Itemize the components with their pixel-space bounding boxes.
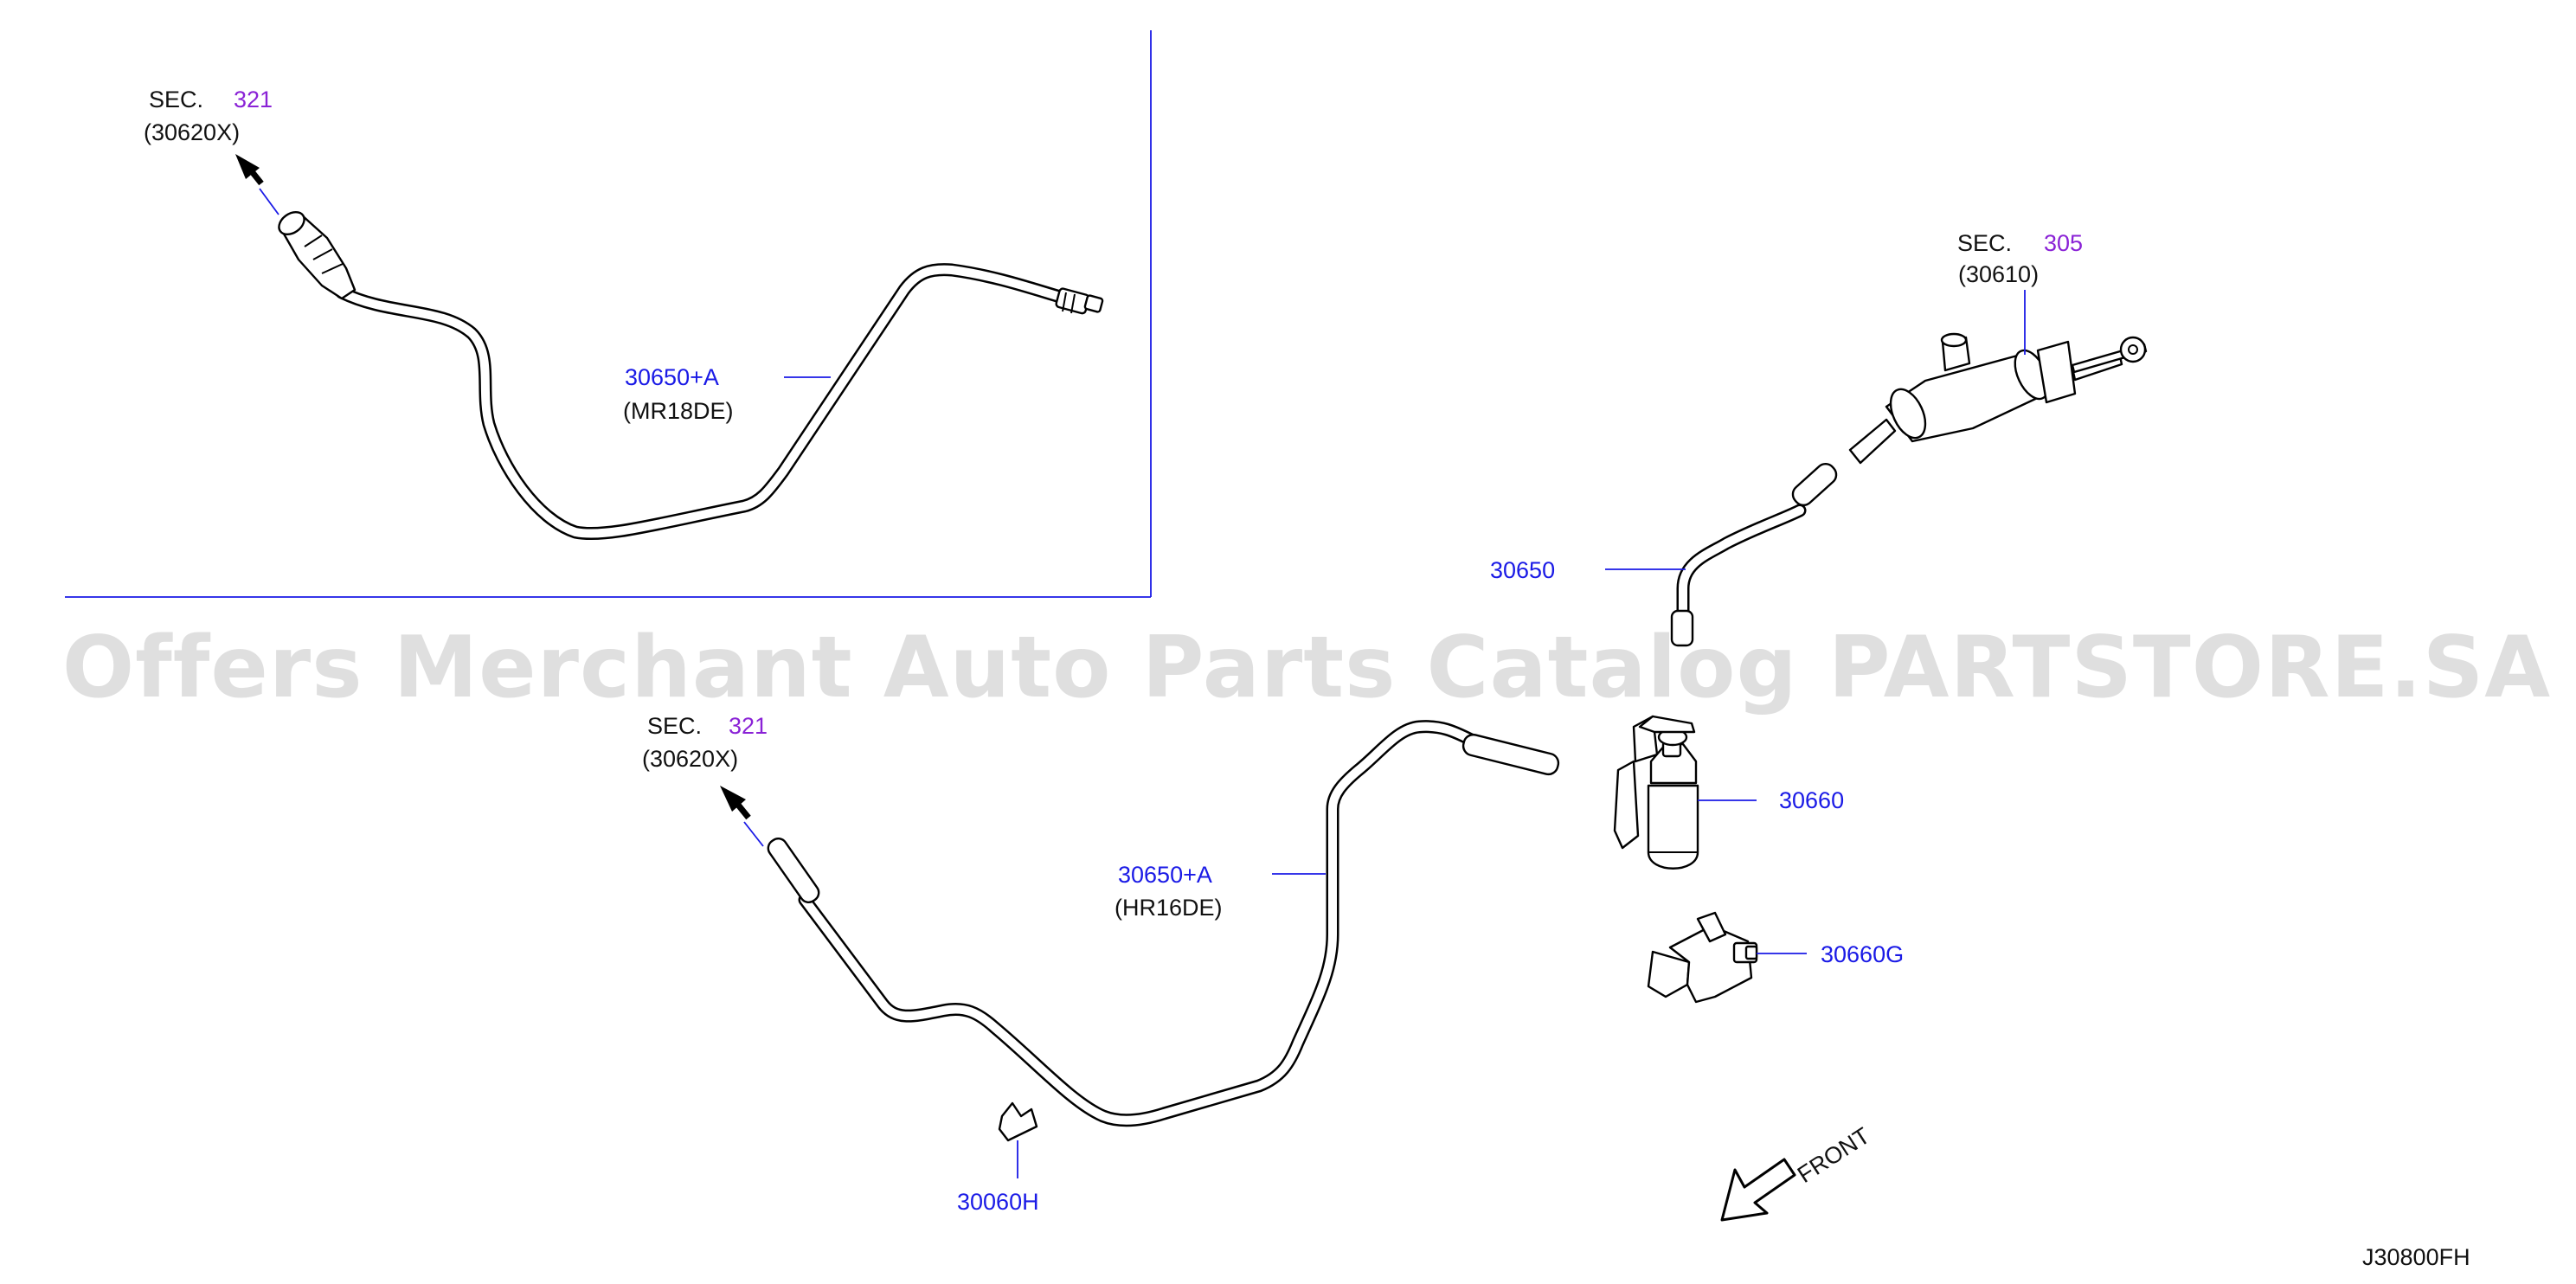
sec-label: SEC.	[1957, 230, 2012, 256]
part-number-reservoir[interactable]: 30660	[1779, 787, 1844, 813]
part-number-clip[interactable]: 30060H	[957, 1189, 1039, 1215]
tube-clip[interactable]	[998, 1101, 1038, 1142]
sec-part-code: (30620X)	[144, 119, 240, 145]
sec-part-code: (30610)	[1958, 261, 2039, 287]
diagram-code: J30800FH	[2362, 1244, 2470, 1270]
direction-arrow-sec321-top	[235, 154, 279, 215]
sec-part-code: (30620X)	[642, 746, 738, 772]
sec-number[interactable]: 321	[729, 713, 768, 739]
sec-number[interactable]: 305	[2044, 230, 2083, 256]
part-number-bracket[interactable]: 30660G	[1821, 941, 1904, 967]
sec-number[interactable]: 321	[234, 87, 273, 112]
tube-fitting-mr18-left	[278, 210, 357, 300]
engine-variant-hr16: (HR16DE)	[1115, 895, 1223, 921]
sec-label: SEC.	[149, 87, 203, 112]
tube-fitting-mr18-right	[1055, 287, 1104, 315]
sec-label: SEC.	[647, 713, 702, 739]
inset-frame	[65, 30, 1152, 598]
clutch-reservoir[interactable]	[1613, 715, 1699, 870]
reservoir-bracket[interactable]	[1647, 911, 1758, 1004]
clutch-hose[interactable]	[1670, 460, 1840, 647]
engine-variant-mr18: (MR18DE)	[623, 398, 734, 424]
part-number-hose[interactable]: 30650	[1490, 557, 1555, 583]
part-number-tube-mr18[interactable]: 30650+A	[625, 364, 719, 390]
front-label: FRONT	[1793, 1122, 1874, 1188]
clutch-master-cylinder[interactable]	[1848, 332, 2148, 465]
direction-arrow-sec321-bottom	[720, 786, 764, 847]
watermark: Offers Merchant Auto Parts Catalog PARTS…	[62, 619, 2551, 717]
part-number-tube-hr16[interactable]: 30650+A	[1118, 862, 1212, 888]
clutch-tube-mr18de[interactable]	[335, 263, 1089, 541]
front-direction-arrow	[1720, 1158, 1796, 1222]
clutch-tube-hr16de[interactable]	[765, 720, 1560, 1127]
